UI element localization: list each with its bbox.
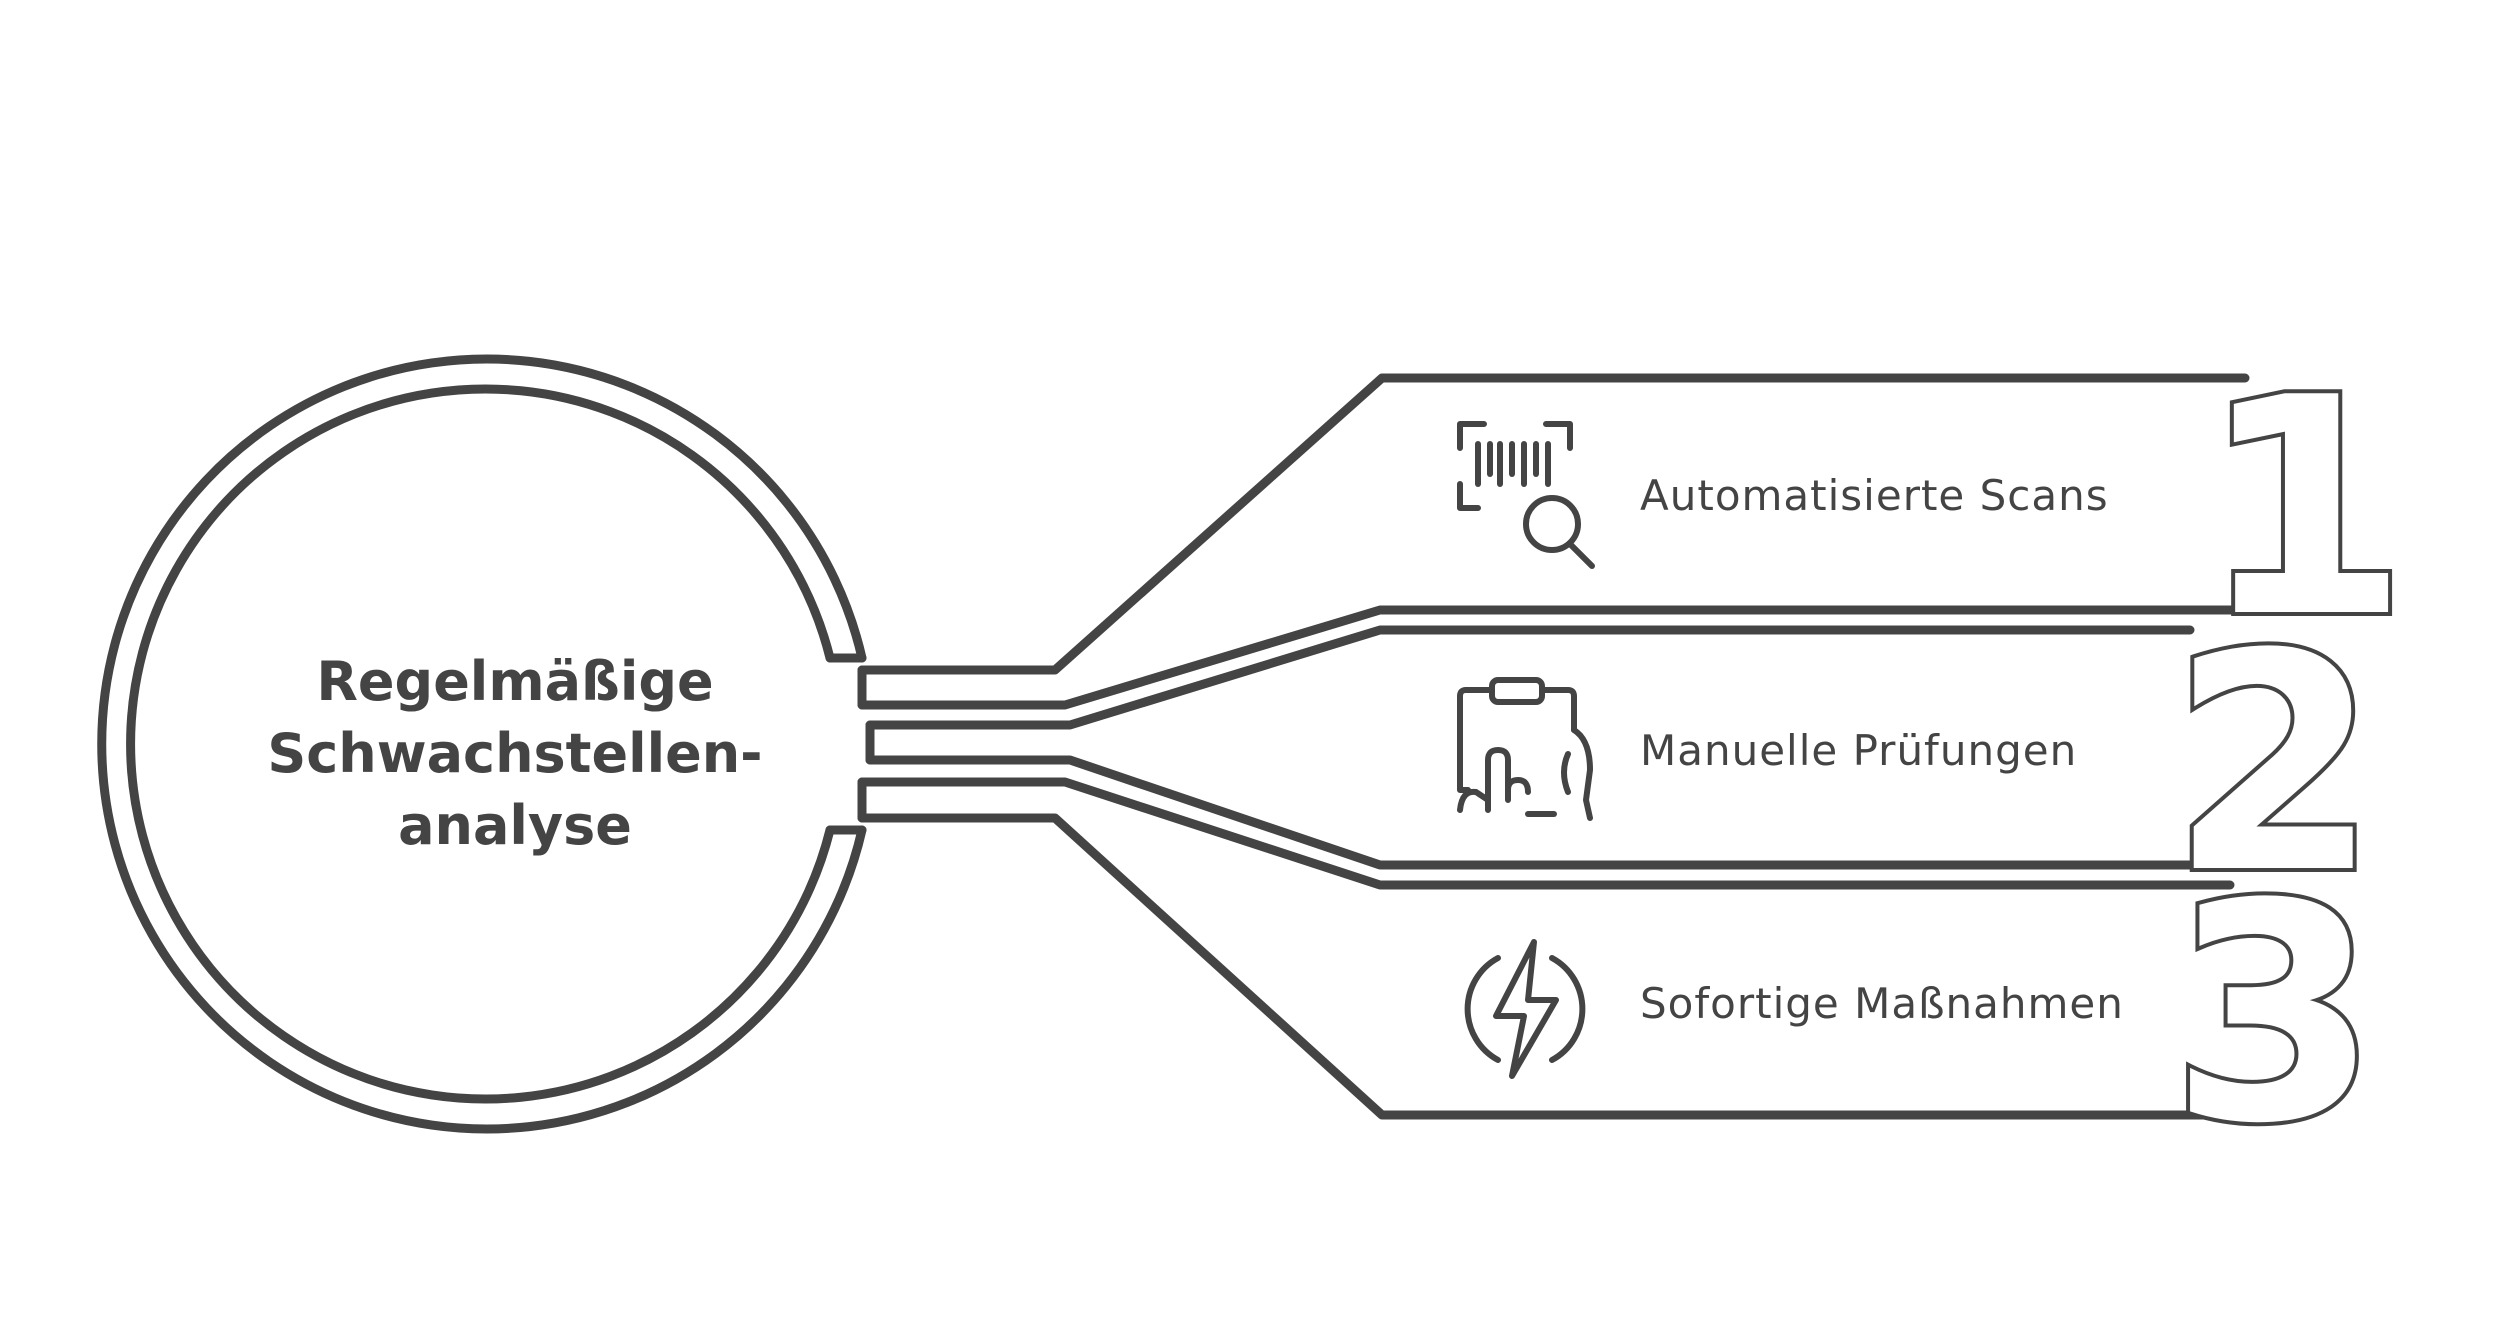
connector-stems xyxy=(857,373,2275,1120)
step-1-label: Automatisierte Scans xyxy=(1640,471,2109,520)
center-circle xyxy=(97,354,867,1134)
center-title-line-3: analyse xyxy=(398,794,632,857)
center-title: Regelmäßige Schwachstellen- analyse xyxy=(267,650,762,857)
clipboard-hand-icon xyxy=(1457,677,1593,821)
step-numerals: 1 2 3 xyxy=(2166,330,2413,1193)
barcode-scan-icon xyxy=(1457,421,1595,569)
center-title-line-2: Schwachstellen- xyxy=(267,722,762,785)
step-1-number: 1 xyxy=(2200,334,2409,683)
step-2-number: 2 xyxy=(2170,590,2379,939)
center-title-line-1: Regelmäßige xyxy=(316,650,713,713)
step-3-number: 3 xyxy=(2170,840,2379,1189)
step-3-label: Sofortige Maßnahmen xyxy=(1640,979,2124,1028)
step-2-label: Manuelle Prüfungen xyxy=(1640,726,2077,775)
lightning-icon xyxy=(1464,939,1586,1079)
band-1 xyxy=(2230,373,2285,615)
